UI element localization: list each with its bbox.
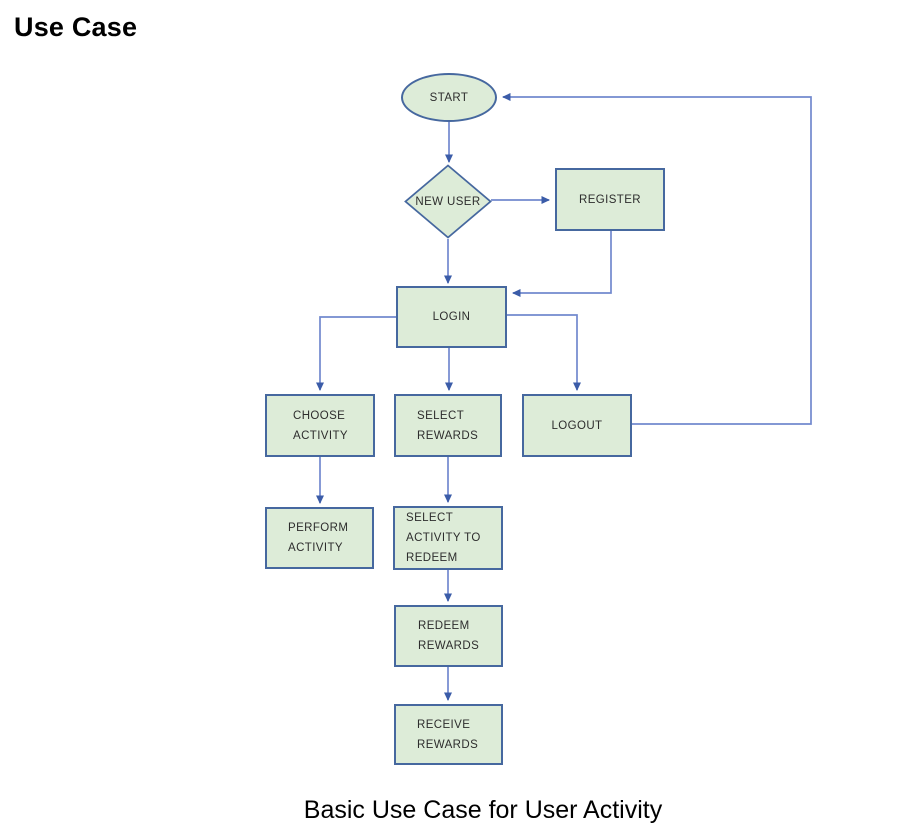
node-new-user-label: NEW USER [415,195,481,208]
edge-login-logout [507,314,581,391]
node-logout-label: LOGOUT [551,419,603,432]
edge-logout-start [502,93,812,425]
node-receive-rewards: RECEIVE REWARDS [394,704,503,765]
node-select-rewards-label: SELECT REWARDS [417,409,479,442]
node-select-activity-to-redeem-label: SELECT ACTIVITY TO REDEEM [406,512,481,564]
diamond-shape [404,164,492,239]
node-choose-activity: CHOOSE ACTIVITY [265,394,375,457]
edge-register-login [512,231,612,297]
node-login: LOGIN [396,286,507,348]
node-redeem-rewards-label: REDEEM REWARDS [418,620,480,652]
node-new-user: NEW USER [404,164,492,239]
node-perform-activity-label: PERFORM ACTIVITY [288,522,349,554]
node-select-rewards: SELECT REWARDS [394,394,502,457]
node-register: REGISTER [555,168,665,231]
node-start: START [401,73,497,122]
node-receive-rewards-label: RECEIVE REWARDS [417,718,479,751]
node-logout: LOGOUT [522,394,632,457]
node-start-label: START [429,91,469,104]
page-title: Use Case [14,12,138,42]
node-redeem-rewards: REDEEM REWARDS [394,605,503,667]
edge-login-choose-activity [316,316,396,391]
node-perform-activity: PERFORM ACTIVITY [265,507,374,569]
node-login-label: LOGIN [432,311,471,323]
node-register-label: REGISTER [579,193,641,206]
node-choose-activity-label: CHOOSE ACTIVITY [293,409,348,442]
diagram-caption: Basic Use Case for User Activity [303,796,663,824]
node-select-activity-to-redeem: SELECT ACTIVITY TO REDEEM [393,506,503,570]
